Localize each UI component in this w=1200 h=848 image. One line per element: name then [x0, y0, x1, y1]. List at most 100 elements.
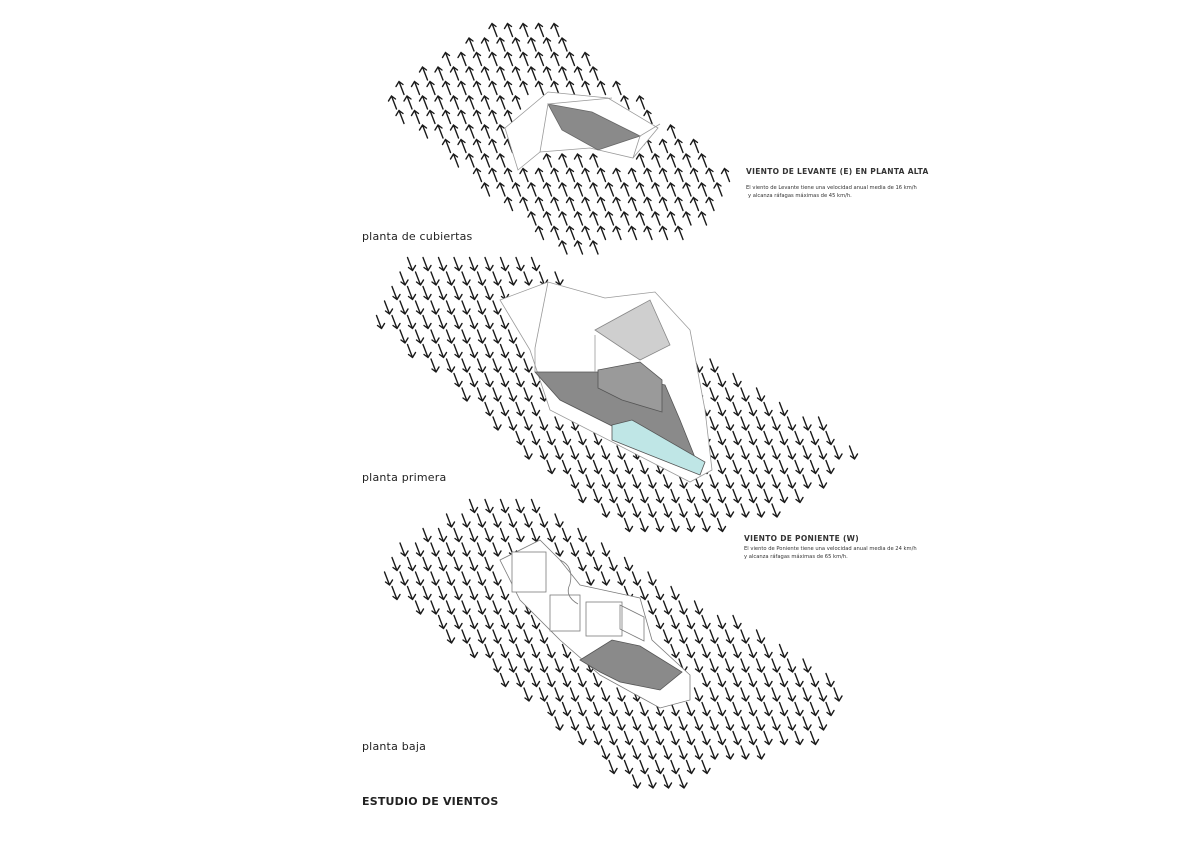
roof-plan-axonometric — [504, 91, 661, 171]
wind-arrow-down — [771, 474, 781, 489]
wind-arrow-down — [546, 643, 556, 659]
wind-arrow-down — [608, 556, 618, 572]
wind-arrow-down — [778, 643, 789, 659]
wind-arrow-down — [437, 343, 448, 359]
wind-arrow-down — [530, 401, 541, 417]
wind-arrow-down — [639, 730, 649, 746]
wind-arrow-down — [794, 430, 804, 446]
wind-arrow-down — [507, 658, 518, 673]
wind-arrow-down — [399, 329, 409, 344]
wind-arrow-up — [573, 182, 584, 197]
ground-floor-label: planta baja — [362, 740, 427, 753]
wind-arrow-up — [472, 51, 483, 67]
wind-arrow-down — [546, 459, 556, 475]
wind-arrow-down — [507, 629, 518, 644]
wind-arrow-down — [771, 687, 781, 702]
wind-arrow-down — [561, 643, 572, 659]
wind-arrow-down — [693, 716, 704, 731]
diagram-title: ESTUDIO DE VIENTOS — [362, 795, 499, 808]
wind-arrow-up — [480, 95, 491, 110]
wind-arrow-up — [581, 225, 591, 241]
wind-arrow-down — [600, 571, 611, 586]
wind-arrow-up — [496, 37, 506, 52]
wind-arrow-up — [457, 51, 467, 67]
wind-arrow-down — [515, 498, 525, 514]
wind-arrow-up — [465, 153, 475, 168]
wind-arrow-up — [441, 51, 452, 67]
wind-arrow-down — [747, 488, 758, 504]
wind-arrow-down — [484, 372, 494, 388]
wind-arrow-up — [558, 182, 568, 197]
wind-arrow-down — [709, 474, 719, 489]
roof-shaded-plane — [547, 103, 642, 151]
wind-arrow-down — [499, 643, 510, 659]
wind-arrow-down — [445, 300, 456, 315]
wind-arrow-down — [391, 285, 401, 301]
wind-arrow-down — [639, 517, 649, 533]
wind-arrow-down — [499, 401, 510, 417]
wind-arrow-down — [461, 629, 471, 644]
wind-arrow-down — [546, 672, 556, 688]
wind-arrow-down — [484, 527, 494, 543]
wind-arrow-down — [422, 256, 432, 272]
wind-arrow-down — [422, 556, 432, 572]
wind-arrow-down — [678, 503, 688, 518]
wind-arrow-up — [511, 37, 522, 52]
levante-wind-line2: y alcanza ráfagas máximas de 45 km/h. — [748, 193, 852, 199]
wind-arrow-down — [468, 343, 479, 359]
wind-arrow-down — [616, 687, 626, 702]
wind-arrow-up — [643, 167, 653, 183]
wind-arrow-down — [445, 271, 456, 286]
wind-arrow-down — [647, 571, 657, 586]
wind-arrow-down — [716, 701, 727, 717]
wind-arrow-down — [786, 687, 797, 702]
wind-arrow-up — [697, 153, 708, 168]
wind-arrow-up — [651, 211, 661, 226]
wind-arrow-down — [538, 687, 549, 702]
wind-arrow-up — [658, 167, 669, 183]
wind-arrow-down — [430, 329, 440, 344]
wind-arrow-up — [581, 196, 591, 212]
wind-arrow-up — [713, 182, 723, 197]
wind-arrow-down — [678, 716, 688, 731]
wind-arrow-down — [685, 614, 696, 630]
wind-arrow-down — [561, 672, 572, 688]
wind-arrow-up — [418, 124, 429, 139]
wind-arrow-down — [437, 256, 448, 272]
wind-arrow-down — [771, 658, 781, 673]
wind-arrow-up — [589, 211, 599, 226]
wind-arrow-down — [383, 300, 394, 315]
wind-arrow-down — [662, 629, 673, 644]
wind-arrow-down — [592, 459, 603, 475]
wind-arrow-down — [825, 701, 835, 717]
wind-arrow-down — [778, 701, 789, 717]
wind-arrow-down — [523, 658, 533, 673]
wind-arrow-down — [600, 474, 611, 489]
wind-arrow-down — [709, 358, 719, 373]
wind-arrow-down — [515, 372, 525, 388]
wind-arrow-down — [809, 730, 820, 746]
wind-arrow-down — [546, 527, 556, 543]
wind-arrow-down — [530, 498, 541, 514]
wind-arrow-down — [701, 759, 711, 775]
wind-arrow-up — [689, 196, 700, 212]
wind-arrow-up — [465, 37, 475, 52]
wind-arrow-up — [705, 167, 715, 183]
wind-arrow-down — [747, 430, 758, 446]
wind-arrow-up — [627, 167, 638, 183]
wind-arrow-down — [616, 745, 626, 760]
wind-arrow-down — [608, 459, 618, 475]
wind-arrow-down — [623, 517, 634, 533]
wind-arrow-down — [616, 474, 626, 489]
wind-arrow-down — [639, 701, 649, 717]
poniente-wind-title: VIENTO DE PONIENTE (W) — [744, 534, 859, 543]
wind-arrow-down — [577, 459, 587, 475]
wind-arrow-up — [565, 51, 576, 67]
wind-arrow-down — [546, 430, 556, 446]
wind-arrow-down — [662, 474, 673, 489]
wind-arrow-down — [724, 629, 735, 644]
roof-edge-line — [632, 123, 661, 159]
wind-arrow-down — [585, 687, 595, 702]
wind-arrow-up — [465, 95, 475, 110]
wind-arrow-up — [534, 22, 545, 38]
